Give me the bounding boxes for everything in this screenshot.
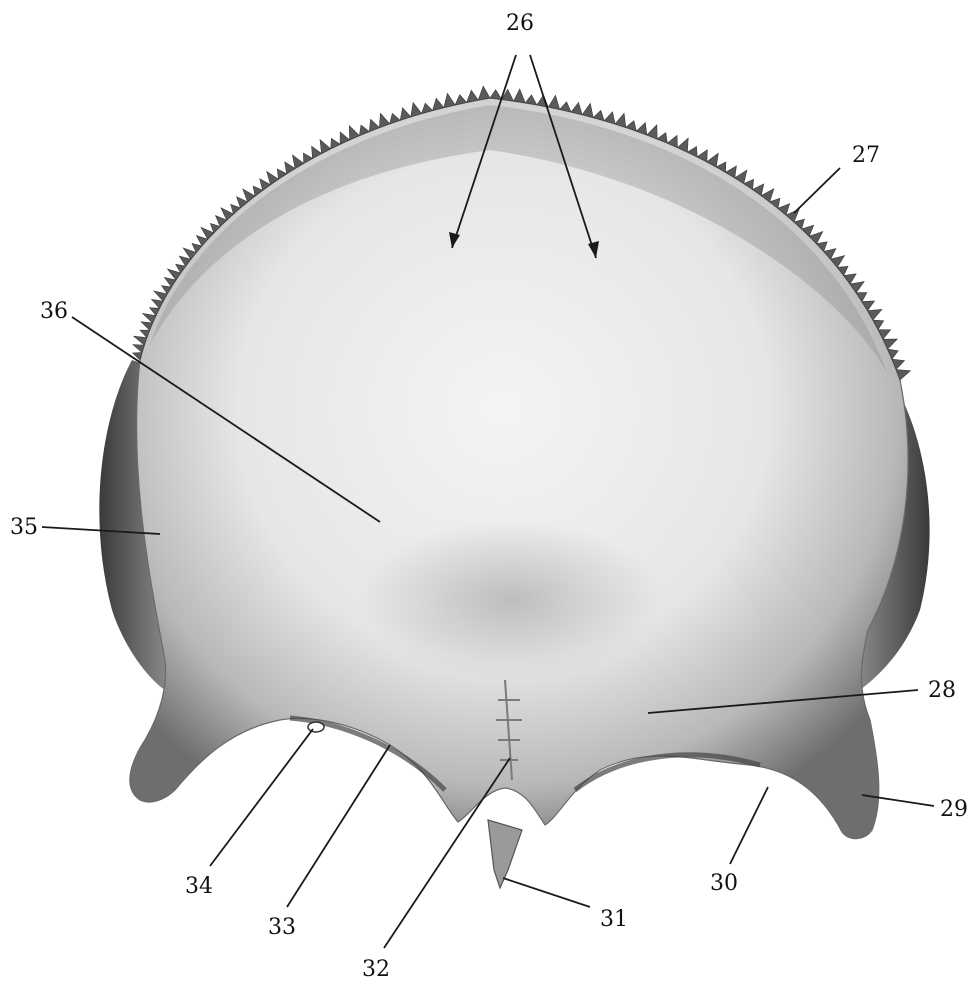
- label-27: 27: [852, 143, 880, 168]
- label-36: 36: [40, 299, 68, 324]
- leader-30: [730, 787, 768, 864]
- leader-27: [794, 168, 840, 213]
- frontal-bone-body: [130, 98, 908, 839]
- label-31: 31: [600, 907, 628, 932]
- label-34: 34: [185, 874, 213, 899]
- label-33: 33: [268, 915, 296, 940]
- glabella-shade: [360, 520, 660, 680]
- label-29: 29: [940, 797, 968, 822]
- label-30: 30: [710, 871, 738, 896]
- leader-31: [503, 878, 590, 907]
- label-32: 32: [362, 957, 390, 982]
- label-26: 26: [506, 11, 534, 36]
- leader-34: [210, 729, 313, 866]
- supraorbital-foramen: [308, 722, 324, 732]
- label-28: 28: [928, 678, 956, 703]
- label-35: 35: [10, 515, 38, 540]
- leader-33: [287, 745, 390, 907]
